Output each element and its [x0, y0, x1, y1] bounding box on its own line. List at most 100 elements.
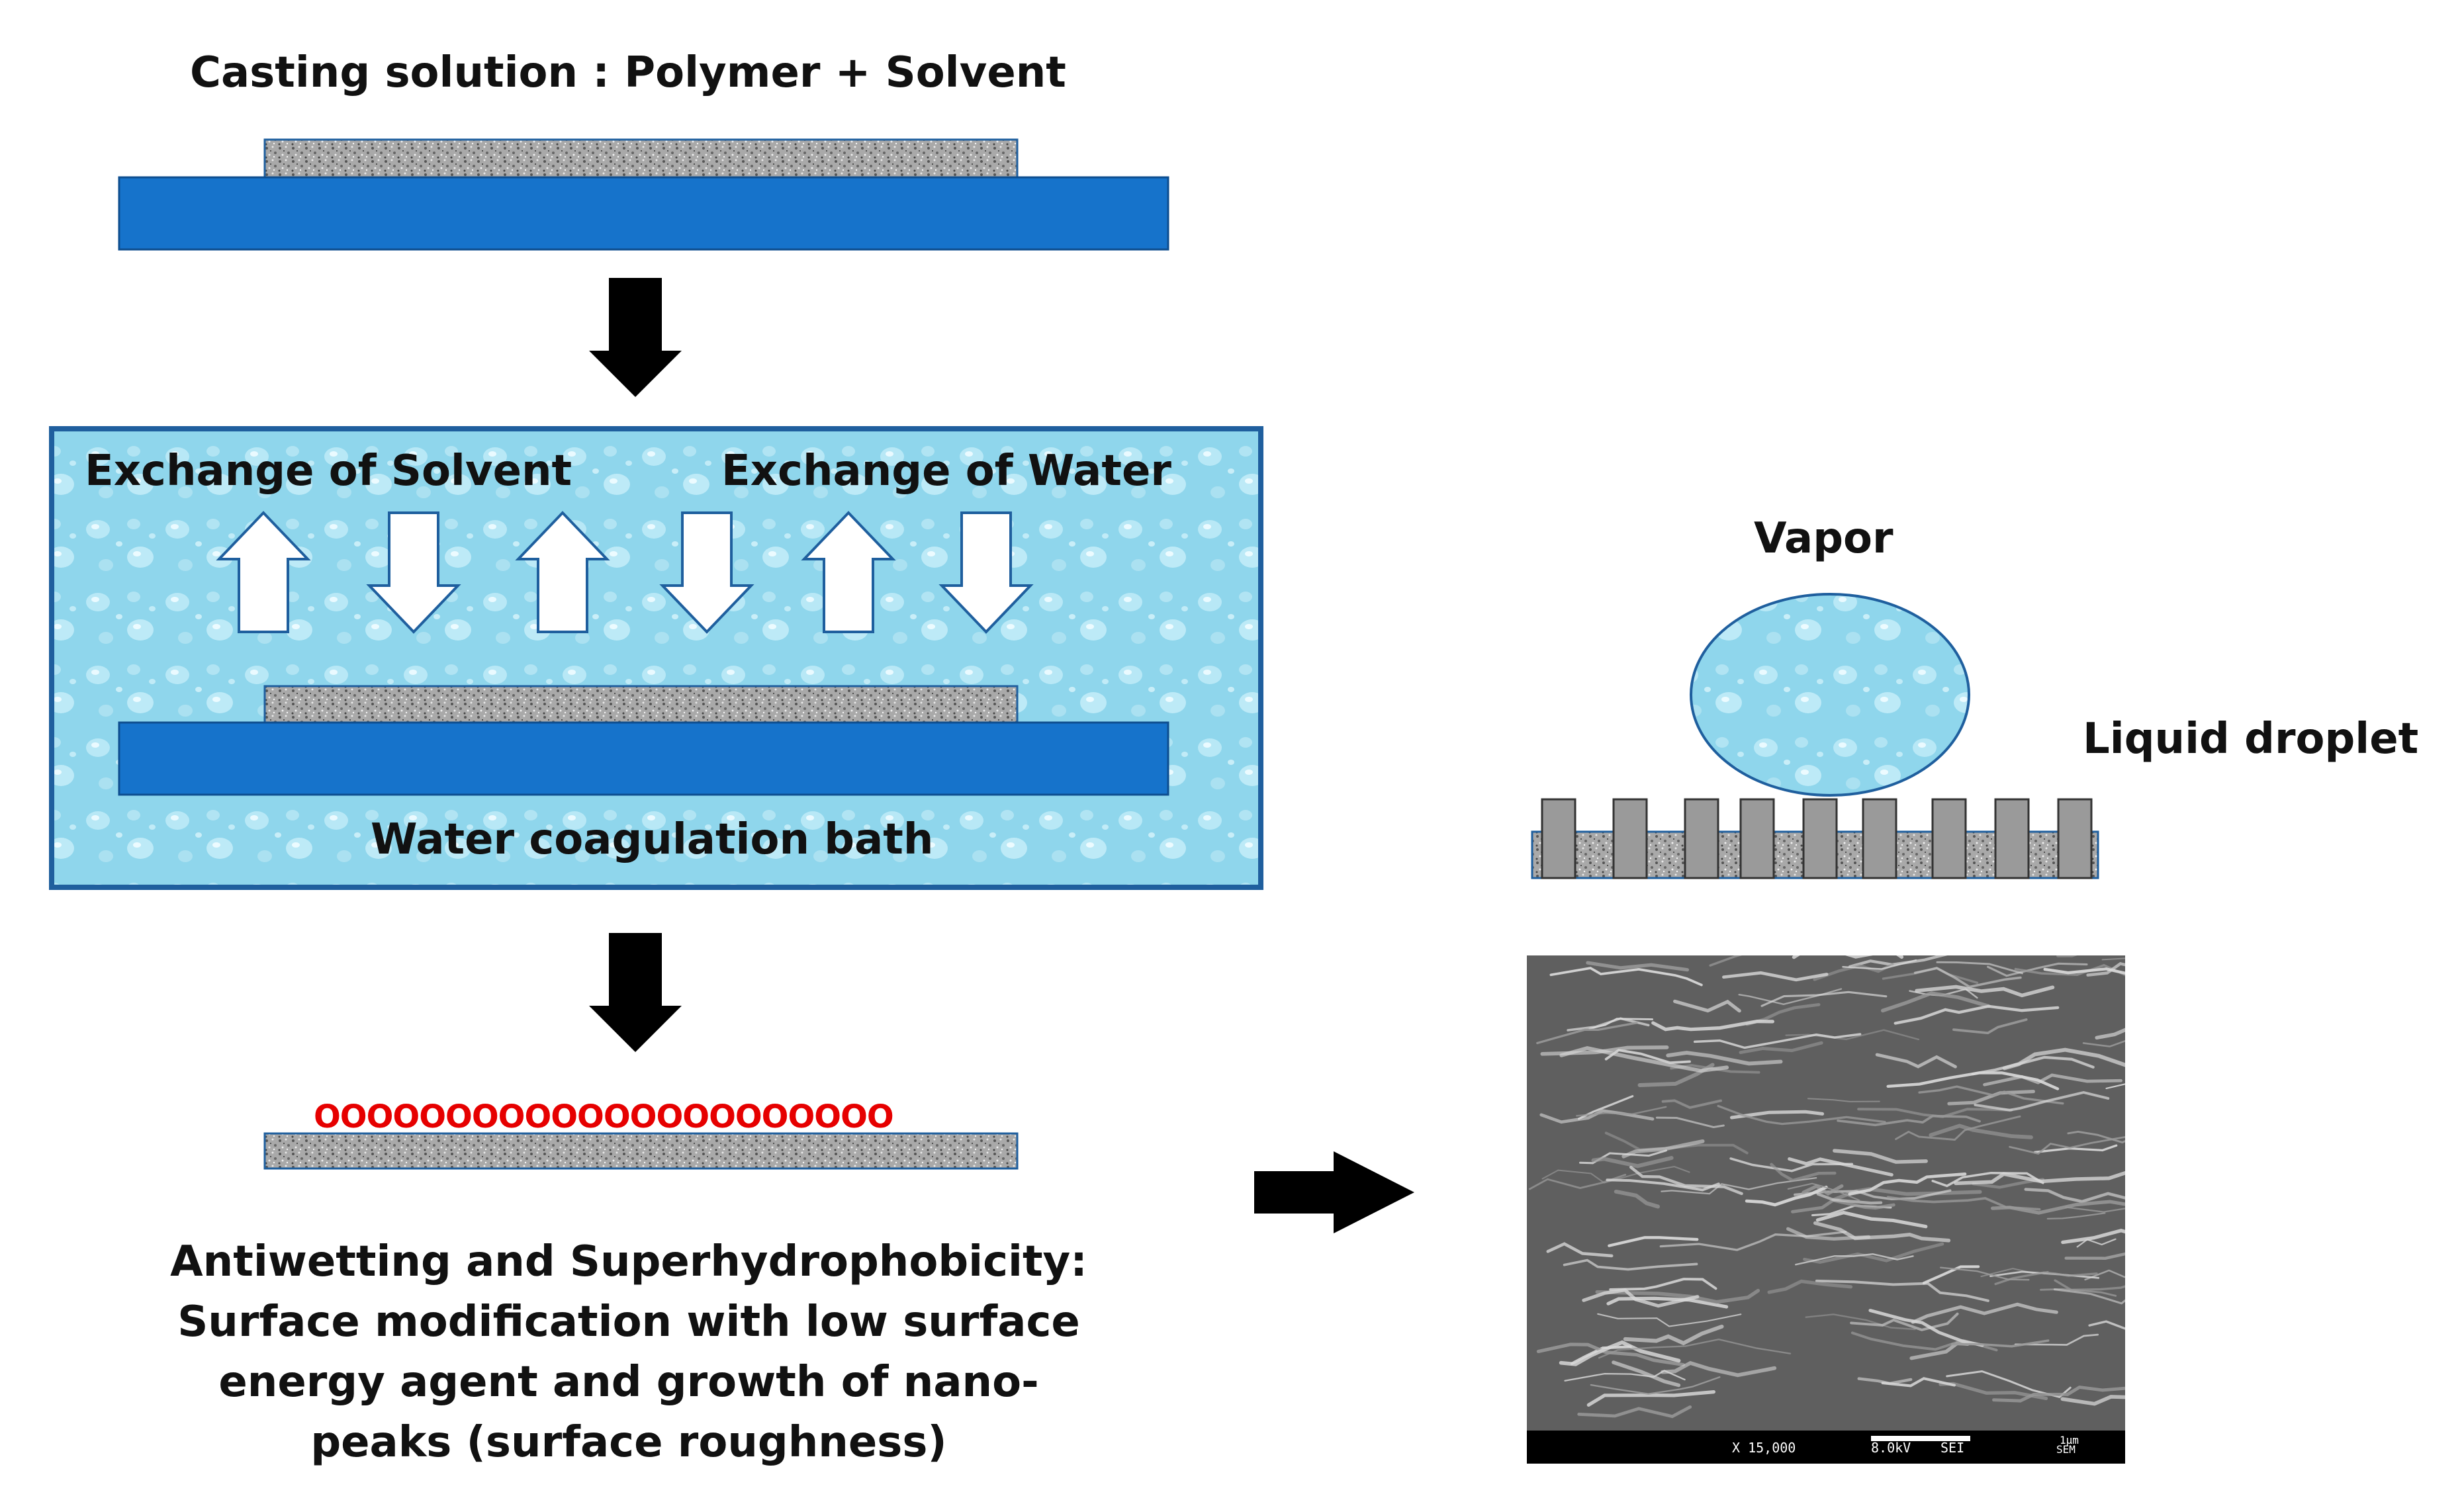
sem-ridge [1661, 1099, 1722, 1109]
sem-ridge [2076, 1238, 2117, 1248]
sem-ridge [1848, 1172, 1967, 1196]
sem-ridge [1940, 1266, 2030, 1281]
sem-ridge [1974, 1090, 2110, 1112]
sem-ridge [1770, 1163, 1837, 1182]
sem-ridge [1606, 1296, 1729, 1309]
nano-pillar [1802, 798, 1838, 879]
sem-ridge [1987, 962, 2088, 977]
sem-ridge [1559, 1340, 1681, 1366]
sem-ridge [1936, 961, 2023, 975]
sem-ridge [1598, 1338, 1792, 1359]
sem-ridge [2065, 1206, 2125, 1213]
down-arrow-1 [589, 278, 682, 397]
nano-pillar [1931, 798, 1967, 879]
result-line-2: Surface modification with low surface [177, 1298, 1080, 1347]
nano-pillar [1739, 798, 1775, 879]
substrate-top [118, 176, 1169, 251]
sem-ridge [1559, 1046, 1729, 1073]
sem-ridge [1591, 1156, 1674, 1169]
sem-ridge [1717, 1104, 1886, 1126]
sem-ridge [2053, 1288, 2125, 1305]
hollow-down-arrow [366, 511, 461, 634]
sem-ridge [2014, 1333, 2099, 1346]
sem-ridge [1816, 1192, 1883, 1205]
sem-ridge [2043, 967, 2125, 975]
sem-ridge [1952, 1018, 2028, 1035]
sem-ridge [1673, 999, 1741, 1013]
sem-ridge [1992, 1385, 2125, 1403]
sem-ridge [1730, 1110, 1825, 1120]
sem-texture [1528, 955, 2125, 1419]
sem-detector: SEI [1940, 1440, 1965, 1456]
sem-ridge [1655, 1116, 1725, 1129]
hollow-up-arrow [801, 511, 896, 633]
sem-ridge [2084, 1269, 2125, 1281]
sem-ridge [1994, 1271, 2098, 1286]
sem-ridge [2024, 1188, 2125, 1204]
sem-ridge [1722, 971, 1829, 982]
nano-pillar [1612, 798, 1648, 879]
sem-ridge [1623, 1324, 1724, 1346]
sem-mode: SEM [2056, 1443, 2076, 1456]
nano-pillar [1541, 798, 1576, 879]
sem-ridge [1842, 959, 1917, 970]
film-result [263, 1132, 1019, 1170]
result-line-3: energy agent and growth of nano- [218, 1358, 1039, 1407]
sem-ridge [1787, 1182, 1860, 1202]
sem-ridge [1815, 1279, 1989, 1302]
nano-pillar [2057, 798, 2093, 879]
sem-ridge [2095, 1028, 2125, 1040]
sem-ridge [1745, 1185, 1828, 1207]
sem-ridge [1786, 1227, 1871, 1241]
vapor-label: Vapor [1754, 514, 1894, 563]
sem-ridge [2086, 961, 2125, 977]
sem-ridge [1813, 1221, 1951, 1243]
sem-ridge [1738, 988, 1843, 1006]
sem-ridge [2088, 1320, 2125, 1330]
sem-scale-bar [1871, 1436, 1970, 1441]
sem-ridge [1918, 1085, 2064, 1105]
sem-ridge [1614, 1189, 1661, 1209]
exchange-solvent-label: Exchange of Solvent [85, 447, 572, 496]
sem-ridge [1661, 1360, 1777, 1378]
hollow-down-arrow [659, 511, 754, 634]
sem-ridge [1629, 1165, 1743, 1196]
result-line-4: peaks (surface roughness) [310, 1418, 947, 1467]
sem-ridge [1586, 1390, 1715, 1407]
hollow-down-arrow [938, 511, 1034, 634]
coagulation-bath [49, 426, 1263, 890]
sem-ridge [1983, 1073, 2122, 1086]
sem-ridge [1837, 1114, 1981, 1127]
right-arrow [1254, 1151, 1414, 1233]
sem-ridge [1693, 1033, 1862, 1049]
sem-ridge [1564, 1370, 1686, 1382]
sem-ridge [1767, 1279, 1853, 1294]
sem-ridge [1795, 1253, 1914, 1266]
bath-label: Water coagulation bath [371, 815, 934, 864]
casting-stage [118, 138, 1169, 251]
film-bath [263, 685, 1019, 724]
surface-beads: OOOOOOOOOOOOOOOOOOOOOO [314, 1098, 894, 1135]
result-description: Antiwetting and Superhydrophobicity: Sur… [99, 1232, 1158, 1473]
sem-ridge [1792, 955, 1904, 959]
sem-ridge [1833, 1149, 1928, 1164]
sem-ridge [1661, 1176, 1817, 1195]
sem-ridge [2067, 1130, 2125, 1144]
sem-ridge [1850, 1312, 1959, 1331]
sem-ridge [1659, 1231, 1847, 1251]
sem-ridge [1911, 1302, 2058, 1324]
liquid-droplet [1690, 593, 1970, 797]
sem-ridge [2034, 1144, 2118, 1153]
sem-ridge [1536, 1343, 1686, 1367]
sem-ridge [1586, 961, 1690, 972]
sem-ridge [2101, 957, 2125, 961]
sem-ridge [1815, 1210, 1928, 1229]
sem-ridge [1576, 1106, 1667, 1117]
sem-ridge [2064, 1252, 2125, 1260]
sem-ridge [1850, 1331, 1998, 1352]
sem-ridge [2056, 955, 2077, 957]
liquid-droplet-label: Liquid droplet [2083, 715, 2419, 764]
nano-pillar [1994, 798, 2030, 879]
